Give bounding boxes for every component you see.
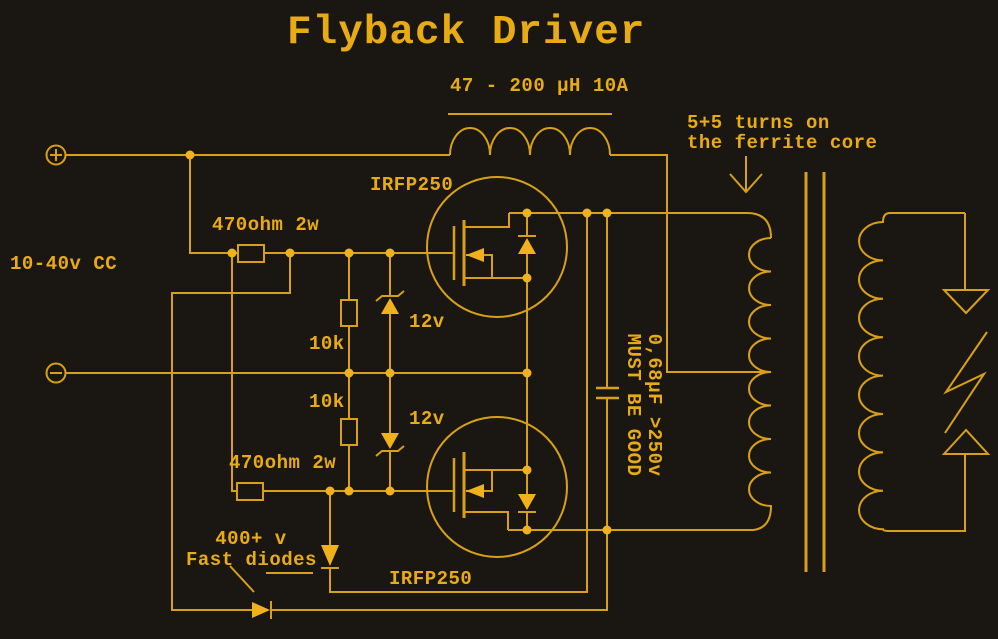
mosfet-bottom-label: IRFP250 — [389, 568, 473, 590]
capacitor-note-line2: MUST BE GOOD — [622, 333, 644, 477]
fast-diode-note-line1: 400+ v — [215, 528, 287, 550]
resistor-10k-top-icon — [340, 253, 358, 373]
zener-top-label: 12v — [409, 311, 445, 333]
resistor-470-bottom-icon — [236, 482, 264, 501]
pulldown-bottom-label: 10k — [309, 391, 345, 413]
resistor-470-top-icon — [237, 244, 265, 263]
mosfet-top-label: IRFP250 — [370, 174, 454, 196]
zener-12v-top-icon — [375, 253, 405, 373]
junction-dots — [185, 150, 612, 535]
spark-gap-icon — [941, 213, 991, 455]
transformer-core-icon — [804, 172, 826, 572]
fast-diode-note-line2: Fast diodes — [186, 549, 317, 571]
transformer-secondary-icon — [858, 212, 966, 532]
transformer-primary-icon — [748, 237, 773, 531]
mosfet-top-icon — [426, 176, 568, 318]
capacitor-icon — [596, 213, 619, 530]
pulldown-top-label: 10k — [309, 333, 345, 355]
fast-diode-right-icon — [252, 601, 272, 619]
inductor-icon — [448, 113, 612, 156]
wires — [65, 154, 772, 611]
winding-note-line1: 5+5 turns on — [687, 112, 830, 134]
lightning-bolt-icon — [943, 331, 988, 434]
supply-range-label: 10-40v CC — [10, 253, 118, 275]
label-pointer-line — [229, 565, 255, 593]
winding-note-line2: the ferrite core — [687, 132, 878, 154]
fast-diode-down-icon — [321, 545, 339, 569]
mosfet-bottom-icon — [426, 416, 568, 558]
inductor-value-label: 47 - 200 μH 10A — [450, 75, 629, 97]
zener-bottom-label: 12v — [409, 408, 445, 430]
negative-terminal-icon — [45, 362, 67, 384]
zener-12v-bottom-icon — [375, 373, 405, 491]
resistor-10k-bottom-icon — [340, 373, 358, 491]
turns-arrow-icon — [729, 156, 763, 194]
schematic-title: Flyback Driver — [287, 10, 646, 56]
capacitor-note-line1: 0,68μF >250v — [643, 333, 665, 477]
gate-resistor-bottom-label: 470ohm 2w — [229, 452, 337, 474]
positive-terminal-icon — [45, 144, 67, 166]
gate-resistor-top-label: 470ohm 2w — [212, 214, 320, 236]
